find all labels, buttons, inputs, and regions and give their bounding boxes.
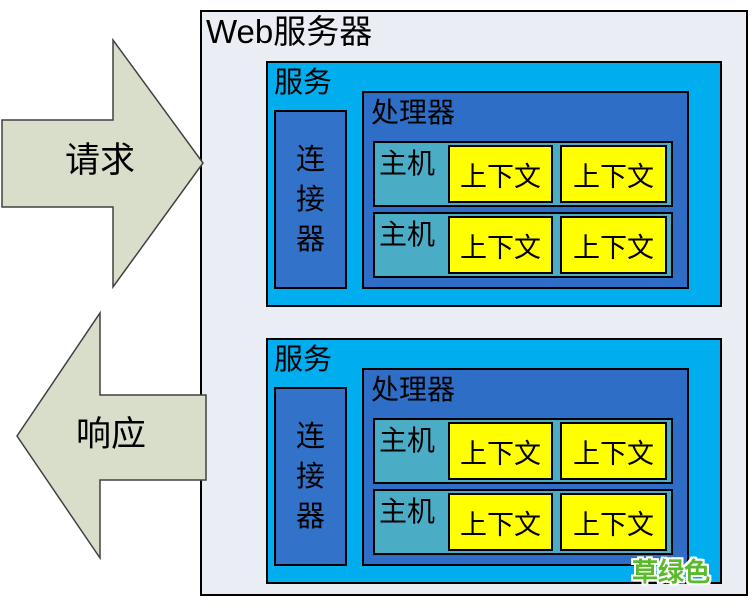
context-box: 上下文 [560,145,667,203]
service-1-host-row-1: 主机 上下文 上下文 [373,141,673,207]
host-label: 主机 [379,496,436,527]
web-server-title: Web服务器 [206,13,373,50]
service-1-connector-box: 连接器 [274,110,347,289]
host-label: 主机 [379,219,436,250]
service-2-processor-box: 处理器 主机 上下文 上下文 主机 上下文 上下文 [362,368,689,566]
host-label: 主机 [379,425,436,456]
service-1-host-row-2: 主机 上下文 上下文 [373,212,673,278]
watermark-grass-green: 草绿色 [632,557,711,587]
service-2-connector-label: 连接器 [295,420,325,533]
response-arrow-label: 响应 [75,415,146,454]
service-1-processor-label: 处理器 [371,97,456,128]
context-box: 上下文 [560,493,667,551]
context-box: 上下文 [448,145,553,203]
service-2-host-row-1: 主机 上下文 上下文 [373,418,673,484]
host-label: 主机 [379,148,436,179]
context-box: 上下文 [448,493,553,551]
service-1-label: 服务 [274,67,333,99]
request-right-arrow-icon [1,37,204,290]
service-2-host-row-2: 主机 上下文 上下文 [373,489,673,555]
service-2-label: 服务 [274,344,333,376]
service-1-processor-box: 处理器 主机 上下文 上下文 主机 上下文 上下文 [362,91,689,289]
context-box: 上下文 [448,216,553,274]
service-2-connector-box: 连接器 [274,387,347,566]
context-box: 上下文 [560,422,667,480]
service-box-2: 服务 连接器 处理器 主机 上下文 上下文 主机 上下文 上下文 [266,338,722,584]
web-server-box: Web服务器 服务 连接器 处理器 主机 上下文 上下文 主机 上下文 上下文 [200,10,748,596]
service-2-processor-label: 处理器 [371,374,456,405]
service-1-connector-label: 连接器 [295,143,325,256]
request-arrow-label: 请求 [64,141,135,180]
context-box: 上下文 [448,422,553,480]
response-left-arrow-icon [16,310,207,561]
context-box: 上下文 [560,216,667,274]
service-box-1: 服务 连接器 处理器 主机 上下文 上下文 主机 上下文 上下文 [266,61,722,307]
